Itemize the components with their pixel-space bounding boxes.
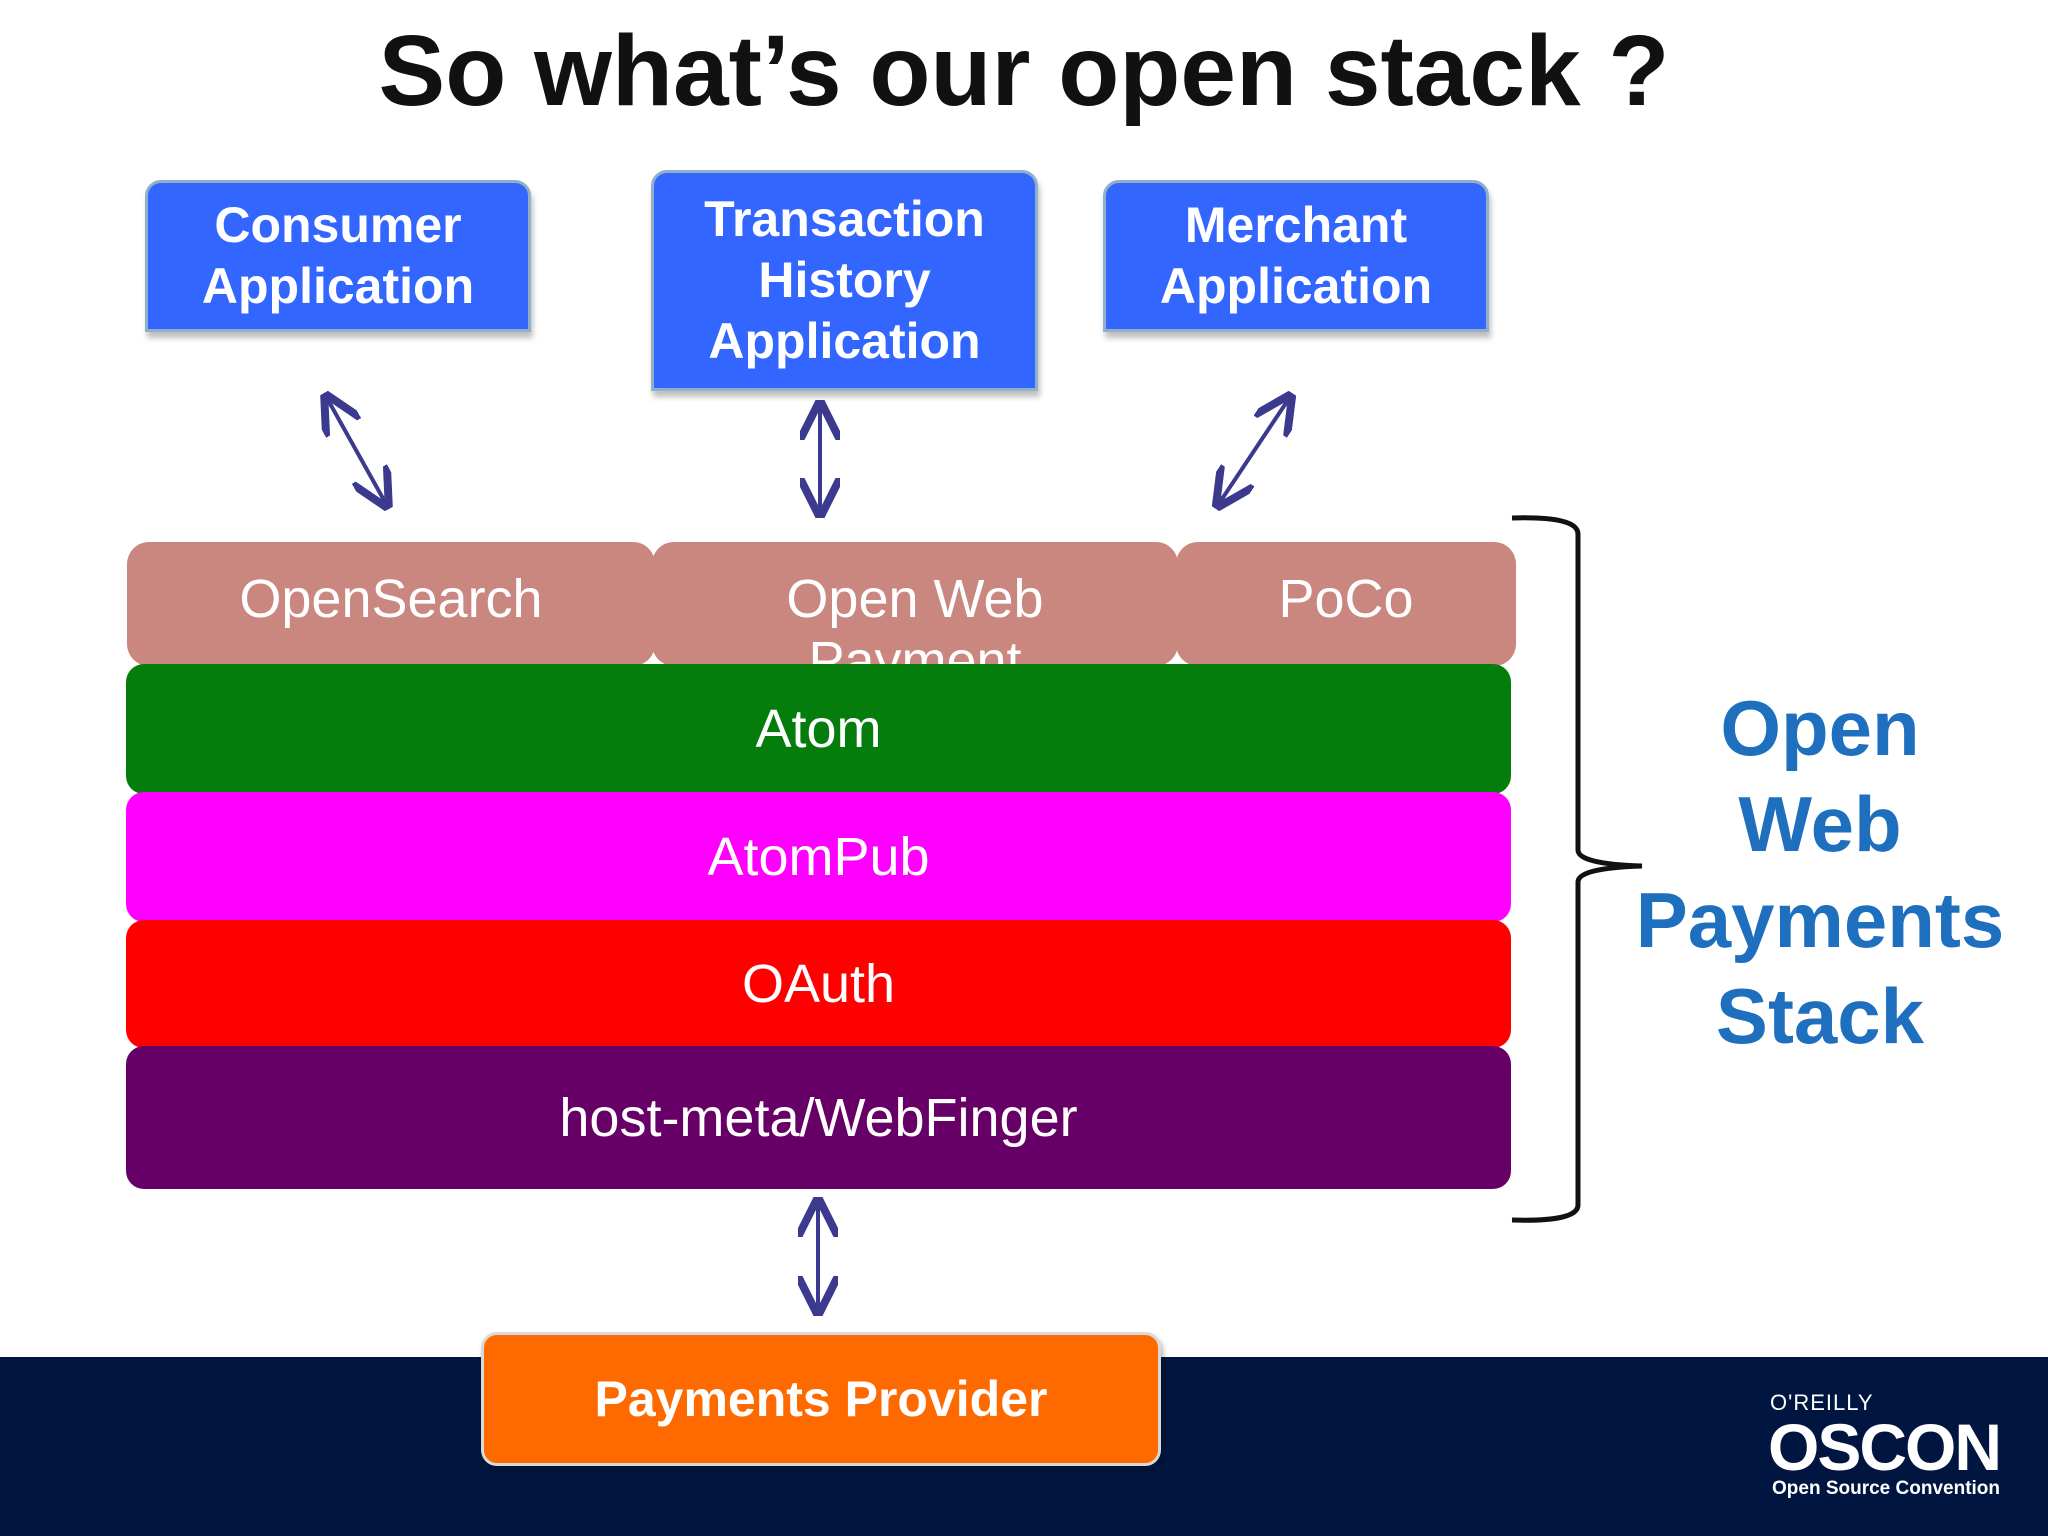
opensearch-block: OpenSearch — [127, 542, 655, 666]
poco-block: PoCo — [1176, 542, 1516, 666]
consumer-application-box: Consumer Application — [145, 180, 531, 332]
stack-brace — [1511, 515, 1643, 1223]
atom-layer: Atom — [126, 664, 1511, 794]
oscon-tagline: Open Source Convention — [1772, 1478, 2001, 1499]
consumer-double-arrow — [328, 400, 385, 502]
open-web-payment-block: Open Web Payment — [652, 542, 1178, 666]
merchant-application-box: Merchant Application — [1103, 180, 1489, 332]
merchant-double-arrow — [1220, 400, 1288, 502]
stack-label-line: Payments — [1635, 876, 2005, 964]
atompub-layer: AtomPub — [126, 792, 1511, 922]
transaction-history-application-box: Transaction History Application — [651, 170, 1038, 391]
oscon-logo: O'REILLY OSCON Open Source Convention — [1760, 1390, 2010, 1500]
stack-label-line: Stack — [1715, 972, 1925, 1060]
opensearch-label: OpenSearch — [239, 569, 543, 629]
stack-label-line: Web — [1738, 780, 1902, 868]
oreilly-wordmark: O'REILLY — [1770, 1390, 1874, 1415]
slide-title: So what’s our open stack ? — [378, 15, 1670, 127]
oscon-wordmark: OSCON — [1768, 1410, 2002, 1484]
open-web-payments-stack-label: Open Web Payments Stack — [1615, 680, 2025, 1064]
payments-provider-box: Payments Provider — [481, 1332, 1161, 1466]
poco-label: PoCo — [1278, 569, 1414, 629]
open-web-payment-label: Open Web Payment — [786, 569, 1044, 666]
host-meta-webfinger-layer: host-meta/WebFinger — [126, 1046, 1511, 1189]
oauth-layer: OAuth — [126, 920, 1511, 1048]
stack-label-line: Open — [1720, 684, 1920, 772]
